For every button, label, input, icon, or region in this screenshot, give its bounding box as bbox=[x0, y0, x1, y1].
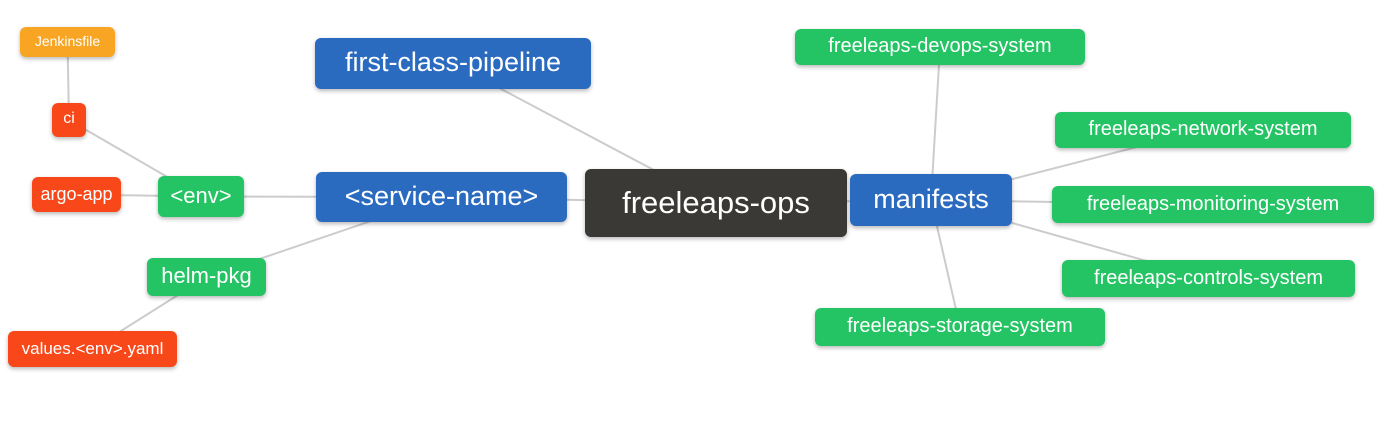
node-label: freeleaps-ops bbox=[622, 184, 810, 220]
node-label: first-class-pipeline bbox=[344, 47, 562, 77]
node-label: <service-name> bbox=[344, 180, 539, 211]
node-label: freeleaps-storage-system bbox=[847, 315, 1073, 337]
node-label: manifests bbox=[873, 183, 989, 214]
node-jenkinsfile[interactable]: Jenkinsfile bbox=[20, 27, 115, 57]
node-freeleaps-ops[interactable]: freeleaps-ops bbox=[585, 169, 847, 237]
node-monitoring-system[interactable]: freeleaps-monitoring-system bbox=[1052, 186, 1374, 223]
node-label: freeleaps-devops-system bbox=[828, 35, 1052, 57]
node-controls-system[interactable]: freeleaps-controls-system bbox=[1062, 260, 1355, 297]
node-service-name[interactable]: <service-name> bbox=[316, 172, 567, 222]
node-label: values.<env>.yaml bbox=[21, 338, 164, 358]
node-devops-system[interactable]: freeleaps-devops-system bbox=[795, 29, 1085, 65]
node-label: ci bbox=[63, 110, 75, 127]
node-label: freeleaps-network-system bbox=[1088, 118, 1318, 140]
node-network-system[interactable]: freeleaps-network-system bbox=[1055, 112, 1351, 148]
node-label: helm-pkg bbox=[161, 263, 252, 288]
node-ci[interactable]: ci bbox=[52, 103, 86, 137]
node-label: freeleaps-controls-system bbox=[1094, 266, 1323, 289]
node-storage-system[interactable]: freeleaps-storage-system bbox=[815, 308, 1105, 346]
node-manifests[interactable]: manifests bbox=[850, 174, 1012, 226]
node-values-env-yaml[interactable]: values.<env>.yaml bbox=[8, 331, 177, 367]
node-env[interactable]: <env> bbox=[158, 176, 244, 217]
node-label: <env> bbox=[170, 182, 232, 208]
node-first-class-pipeline[interactable]: first-class-pipeline bbox=[315, 38, 591, 89]
node-label: freeleaps-monitoring-system bbox=[1086, 192, 1340, 215]
node-label: Jenkinsfile bbox=[34, 33, 101, 49]
node-label: argo-app bbox=[40, 183, 113, 204]
node-helm-pkg[interactable]: helm-pkg bbox=[147, 258, 266, 296]
node-argo-app[interactable]: argo-app bbox=[32, 177, 121, 212]
